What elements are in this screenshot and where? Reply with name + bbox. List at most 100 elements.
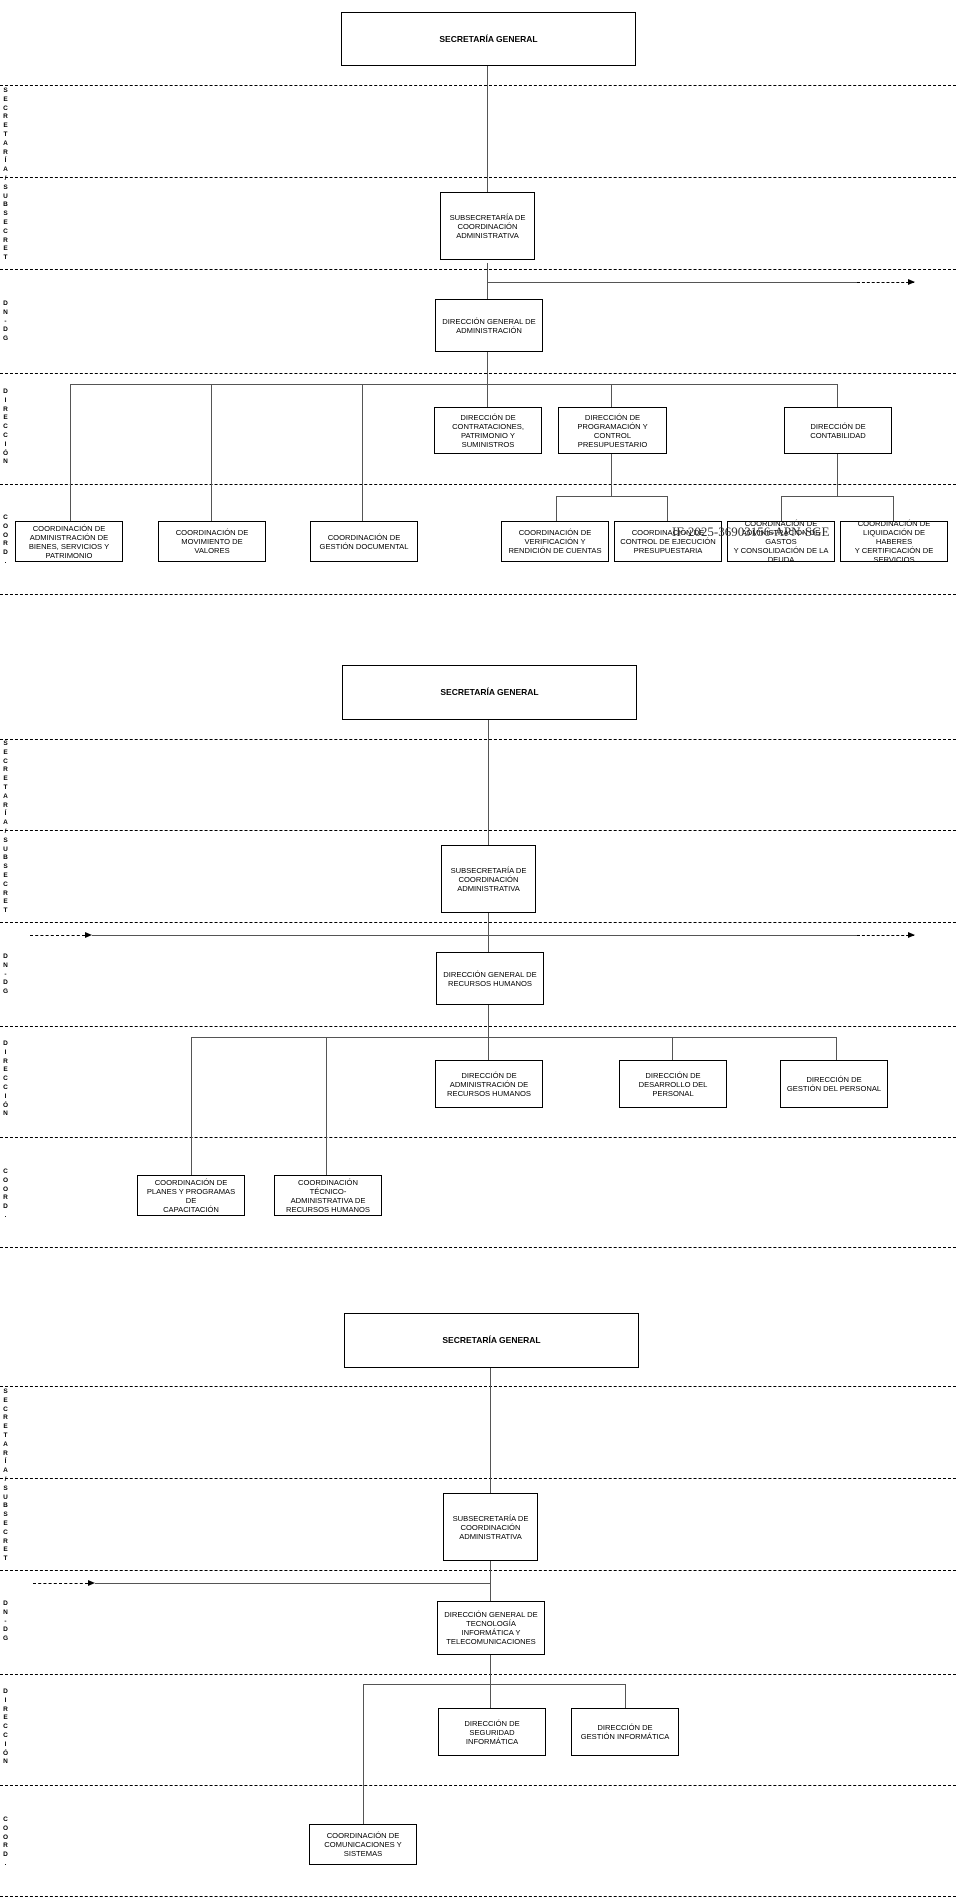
dashed-link [33,1583,88,1584]
band-divider [0,922,956,923]
connector [625,1684,626,1708]
connector [490,1367,491,1493]
box-coord-planes: COORDINACIÓN DE PLANES Y PROGRAMAS DE CA… [137,1175,245,1216]
box-dir-gestion-informatica: DIRECCIÓN DE GESTIÓN INFORMÁTICA [571,1708,679,1756]
band-divider [0,484,956,485]
connector [490,1654,491,1708]
box-subsecretaria: SUBSECRETARÍA DE COORDINACIÓN ADMINISTRA… [443,1493,538,1561]
dashed-link [857,282,914,283]
band-divider [0,1478,956,1479]
band-divider [0,1570,956,1571]
connector [70,384,837,385]
box-dir-programacion: DIRECCIÓN DE PROGRAMACIÓN Y CONTROL PRES… [558,407,667,454]
band-divider [0,594,956,595]
document-id-watermark: IF-2025-36903156-APN-SGE [672,524,830,539]
connector [488,913,489,952]
arrow-right-icon [908,279,915,285]
box-dir-contabilidad: DIRECCIÓN DE CONTABILIDAD [784,407,892,454]
connector [70,384,71,521]
connector [781,496,782,521]
connector [893,496,894,521]
connector [326,1037,327,1175]
connector [672,1037,673,1060]
connector [837,454,838,496]
box-coord-deuda: COORDINACIÓN DE ADMINISTRACIÓN DE GASTOS… [727,519,835,564]
box-subsecretaria: SUBSECRETARÍA DE COORDINACIÓN ADMINISTRA… [440,192,535,260]
connector [611,384,612,407]
connector [92,935,857,936]
band-divider [0,85,956,86]
dashed-link [857,935,914,936]
connector [488,719,489,845]
box-dir-admin-rrhh: DIRECCIÓN DE ADMINISTRACIÓN DE RECURSOS … [435,1060,543,1108]
connector [362,384,363,521]
box-coord-bienes: COORDINACIÓN DE ADMINISTRACIÓN DE BIENES… [15,521,123,562]
box-coord-control: COORDINACIÓN DE CONTROL DE EJECUCIÓN PRE… [614,521,722,562]
band-divider [0,1674,956,1675]
band-divider [0,1137,956,1138]
box-dir-seguridad-informatica: DIRECCIÓN DE SEGURIDAD INFORMÁTICA [438,1708,546,1756]
band-divider [0,1896,956,1897]
box-coord-valores: COORDINACIÓN DE MOVIMIENTO DE VALORES [158,521,266,562]
box-coord-haberes: COORDINACIÓN DE LIQUIDACIÓN DE HABERES Y… [840,519,948,564]
band-divider [0,1026,956,1027]
connector [836,1037,837,1060]
connector [490,1561,491,1601]
band-divider [0,269,956,270]
connector [211,384,212,521]
band-divider [0,1386,956,1387]
box-coord-documental: COORDINACIÓN DE GESTIÓN DOCUMENTAL [310,521,418,562]
box-dir-desarrollo: DIRECCIÓN DE DESARROLLO DEL PERSONAL [619,1060,727,1108]
connector [487,65,488,192]
box-secretaria-general: SECRETARÍA GENERAL [341,12,636,66]
box-secretaria-general: SECRETARÍA GENERAL [344,1313,639,1368]
band-divider [0,177,956,178]
connector [556,496,667,497]
box-dg-tecnologia: DIRECCIÓN GENERAL DE TECNOLOGÍA INFORMÁT… [437,1601,545,1655]
dashed-link [30,935,85,936]
connector [487,282,857,283]
connector [363,1684,625,1685]
box-dir-contrataciones: DIRECCIÓN DE CONTRATACIONES, PATRIMONIO … [434,407,542,454]
connector [488,1005,489,1060]
connector [837,384,838,407]
band-divider [0,373,956,374]
box-subsecretaria: SUBSECRETARÍA DE COORDINACIÓN ADMINISTRA… [441,845,536,913]
box-secretaria-general: SECRETARÍA GENERAL [342,665,637,720]
connector [781,496,893,497]
connector [667,496,668,521]
connector [487,263,488,299]
band-divider [0,830,956,831]
connector [611,454,612,496]
arrow-right-icon [908,932,915,938]
connector [191,1037,192,1175]
box-coord-verificacion: COORDINACIÓN DE VERIFICACIÓN Y RENDICIÓN… [501,521,609,562]
box-dir-gestion-personal: DIRECCIÓN DE GESTIÓN DEL PERSONAL [780,1060,888,1108]
connector [95,1583,490,1584]
connector [363,1684,364,1824]
box-coord-tecnico: COORDINACIÓN TÉCNICO- ADMINISTRATIVA DE … [274,1175,382,1216]
band-divider [0,739,956,740]
connector [191,1037,836,1038]
band-divider [0,1247,956,1248]
connector [556,496,557,521]
box-dg-recursos-humanos: DIRECCIÓN GENERAL DE RECURSOS HUMANOS [436,952,544,1005]
connector [487,351,488,407]
arrow-right-icon [85,932,92,938]
band-divider [0,1785,956,1786]
arrow-right-icon [88,1580,95,1586]
box-dg-administracion: DIRECCIÓN GENERAL DE ADMINISTRACIÓN [435,299,543,352]
box-coord-comunicaciones: COORDINACIÓN DE COMUNICACIONES Y SISTEMA… [309,1824,417,1865]
